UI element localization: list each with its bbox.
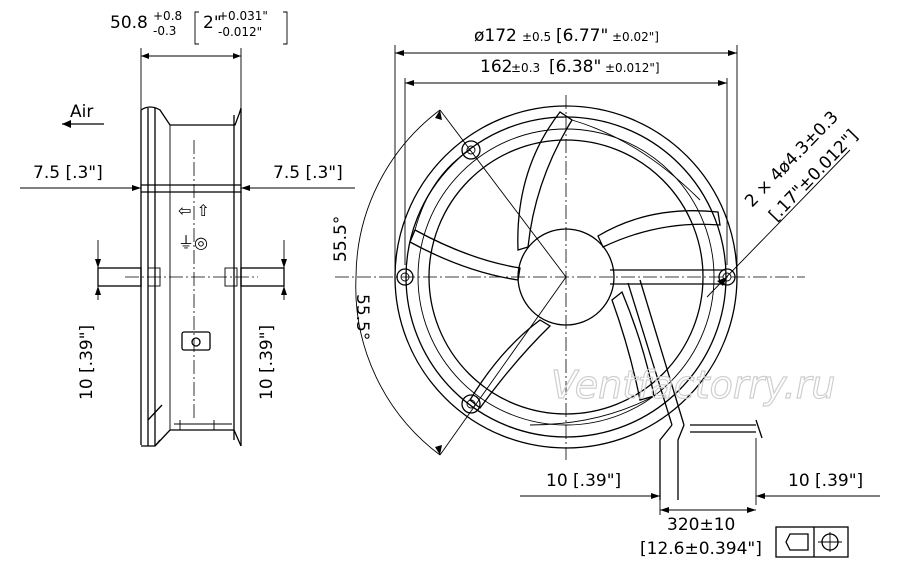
lead-length-label: 320±10 <box>667 515 735 535</box>
flange-right-label: 7.5 [.3"] <box>273 163 343 183</box>
hole-spacing-label: 162 <box>480 57 512 77</box>
flange-left-label: 7.5 [.3"] <box>33 163 103 183</box>
direction-arrows-icon: ⇦ ⇧ <box>178 201 210 220</box>
lead-offset-left-label: 10 [.39"] <box>546 471 621 491</box>
hole-spacing-inch: [6.38" <box>549 57 601 77</box>
height-right-label: 10 [.39"] <box>257 325 277 400</box>
watermark-text: Ventfactorry.ru <box>551 363 835 407</box>
connector-symbol-icon <box>775 526 849 558</box>
hole-spacing-inch-tol: ±0.012"] <box>605 61 660 75</box>
hole-spacing-tol: ±0.3 <box>511 61 540 75</box>
fan-blades <box>409 111 721 426</box>
depth-tol-plus: +0.8 <box>153 9 182 23</box>
mounting-hole-left-icon <box>396 268 414 286</box>
outer-diameter-tol: ±0.5 <box>522 30 551 44</box>
outer-diameter-inch-tol: ±0.02"] <box>612 30 659 44</box>
depth-tol-minus: -0.3 <box>153 24 176 38</box>
front-view: ø172 ±0.5 [6.77" ±0.02"] 162 ±0.3 [6.38"… <box>331 26 880 559</box>
depth-inch-tol-minus: -0.012" <box>218 25 262 39</box>
outer-diameter-label: ø172 <box>474 26 517 46</box>
lead-length-inch-label: [12.6±0.394"] <box>640 539 762 559</box>
mounting-hole-right-icon <box>718 268 736 286</box>
angle-upper-label: 55.5° <box>331 216 351 262</box>
lead-offset-right-label: 10 [.39"] <box>788 471 863 491</box>
outer-diameter-inch: [6.77" <box>556 26 608 46</box>
mounting-hole-top-icon <box>461 140 481 160</box>
air-label: Air <box>70 102 93 122</box>
side-view: 50.8 +0.8 -0.3 2" +0.031" -0.012" Air 7.… <box>20 9 355 447</box>
depth-label: 50.8 <box>110 13 148 33</box>
depth-inch-tol-plus: +0.031" <box>218 9 268 23</box>
height-left-label: 10 [.39"] <box>77 325 97 400</box>
angle-lower-label: 55.5° <box>352 294 372 340</box>
ground-symbol-icon: ⏚◎ <box>178 233 208 252</box>
depth-inch-label: 2" <box>203 13 222 33</box>
